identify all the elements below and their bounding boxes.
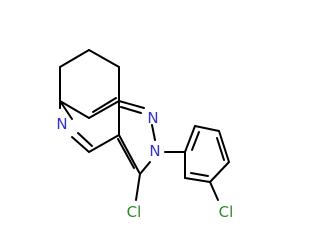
molecule-structure: N N N Cl Cl xyxy=(56,49,233,221)
bond xyxy=(77,132,93,147)
bond xyxy=(59,100,90,119)
bond xyxy=(191,131,200,151)
bond xyxy=(151,124,156,141)
bond xyxy=(88,134,120,153)
bond xyxy=(209,181,219,201)
bond xyxy=(218,130,230,163)
bond xyxy=(216,137,225,161)
bond xyxy=(92,97,117,113)
bond xyxy=(184,177,211,183)
bond xyxy=(135,173,141,201)
core-bonds xyxy=(59,100,186,201)
atom-label-n-pyrazole-2: N xyxy=(149,142,160,160)
atom-label-n-pyridine: N xyxy=(56,115,67,133)
bond xyxy=(190,172,209,177)
bond xyxy=(118,100,145,109)
bond xyxy=(184,125,196,153)
bond xyxy=(59,49,90,68)
bond xyxy=(59,100,73,120)
bond xyxy=(118,134,141,175)
atom-label-n-pyrazole-1: N xyxy=(147,109,158,127)
atom-label-cl-phenyl: Cl xyxy=(219,203,234,221)
cyclohexane-ring xyxy=(59,49,120,102)
bond xyxy=(194,125,220,132)
phenyl-ring xyxy=(184,125,230,201)
bond xyxy=(71,136,90,153)
bond xyxy=(117,138,135,169)
bond xyxy=(139,161,151,175)
bond xyxy=(209,161,230,183)
atom-label-cl-pyrazole: Cl xyxy=(127,203,142,221)
atom-labels: N N N Cl Cl xyxy=(56,109,233,221)
bond xyxy=(88,100,120,119)
bond xyxy=(88,49,120,68)
bond xyxy=(120,106,142,114)
